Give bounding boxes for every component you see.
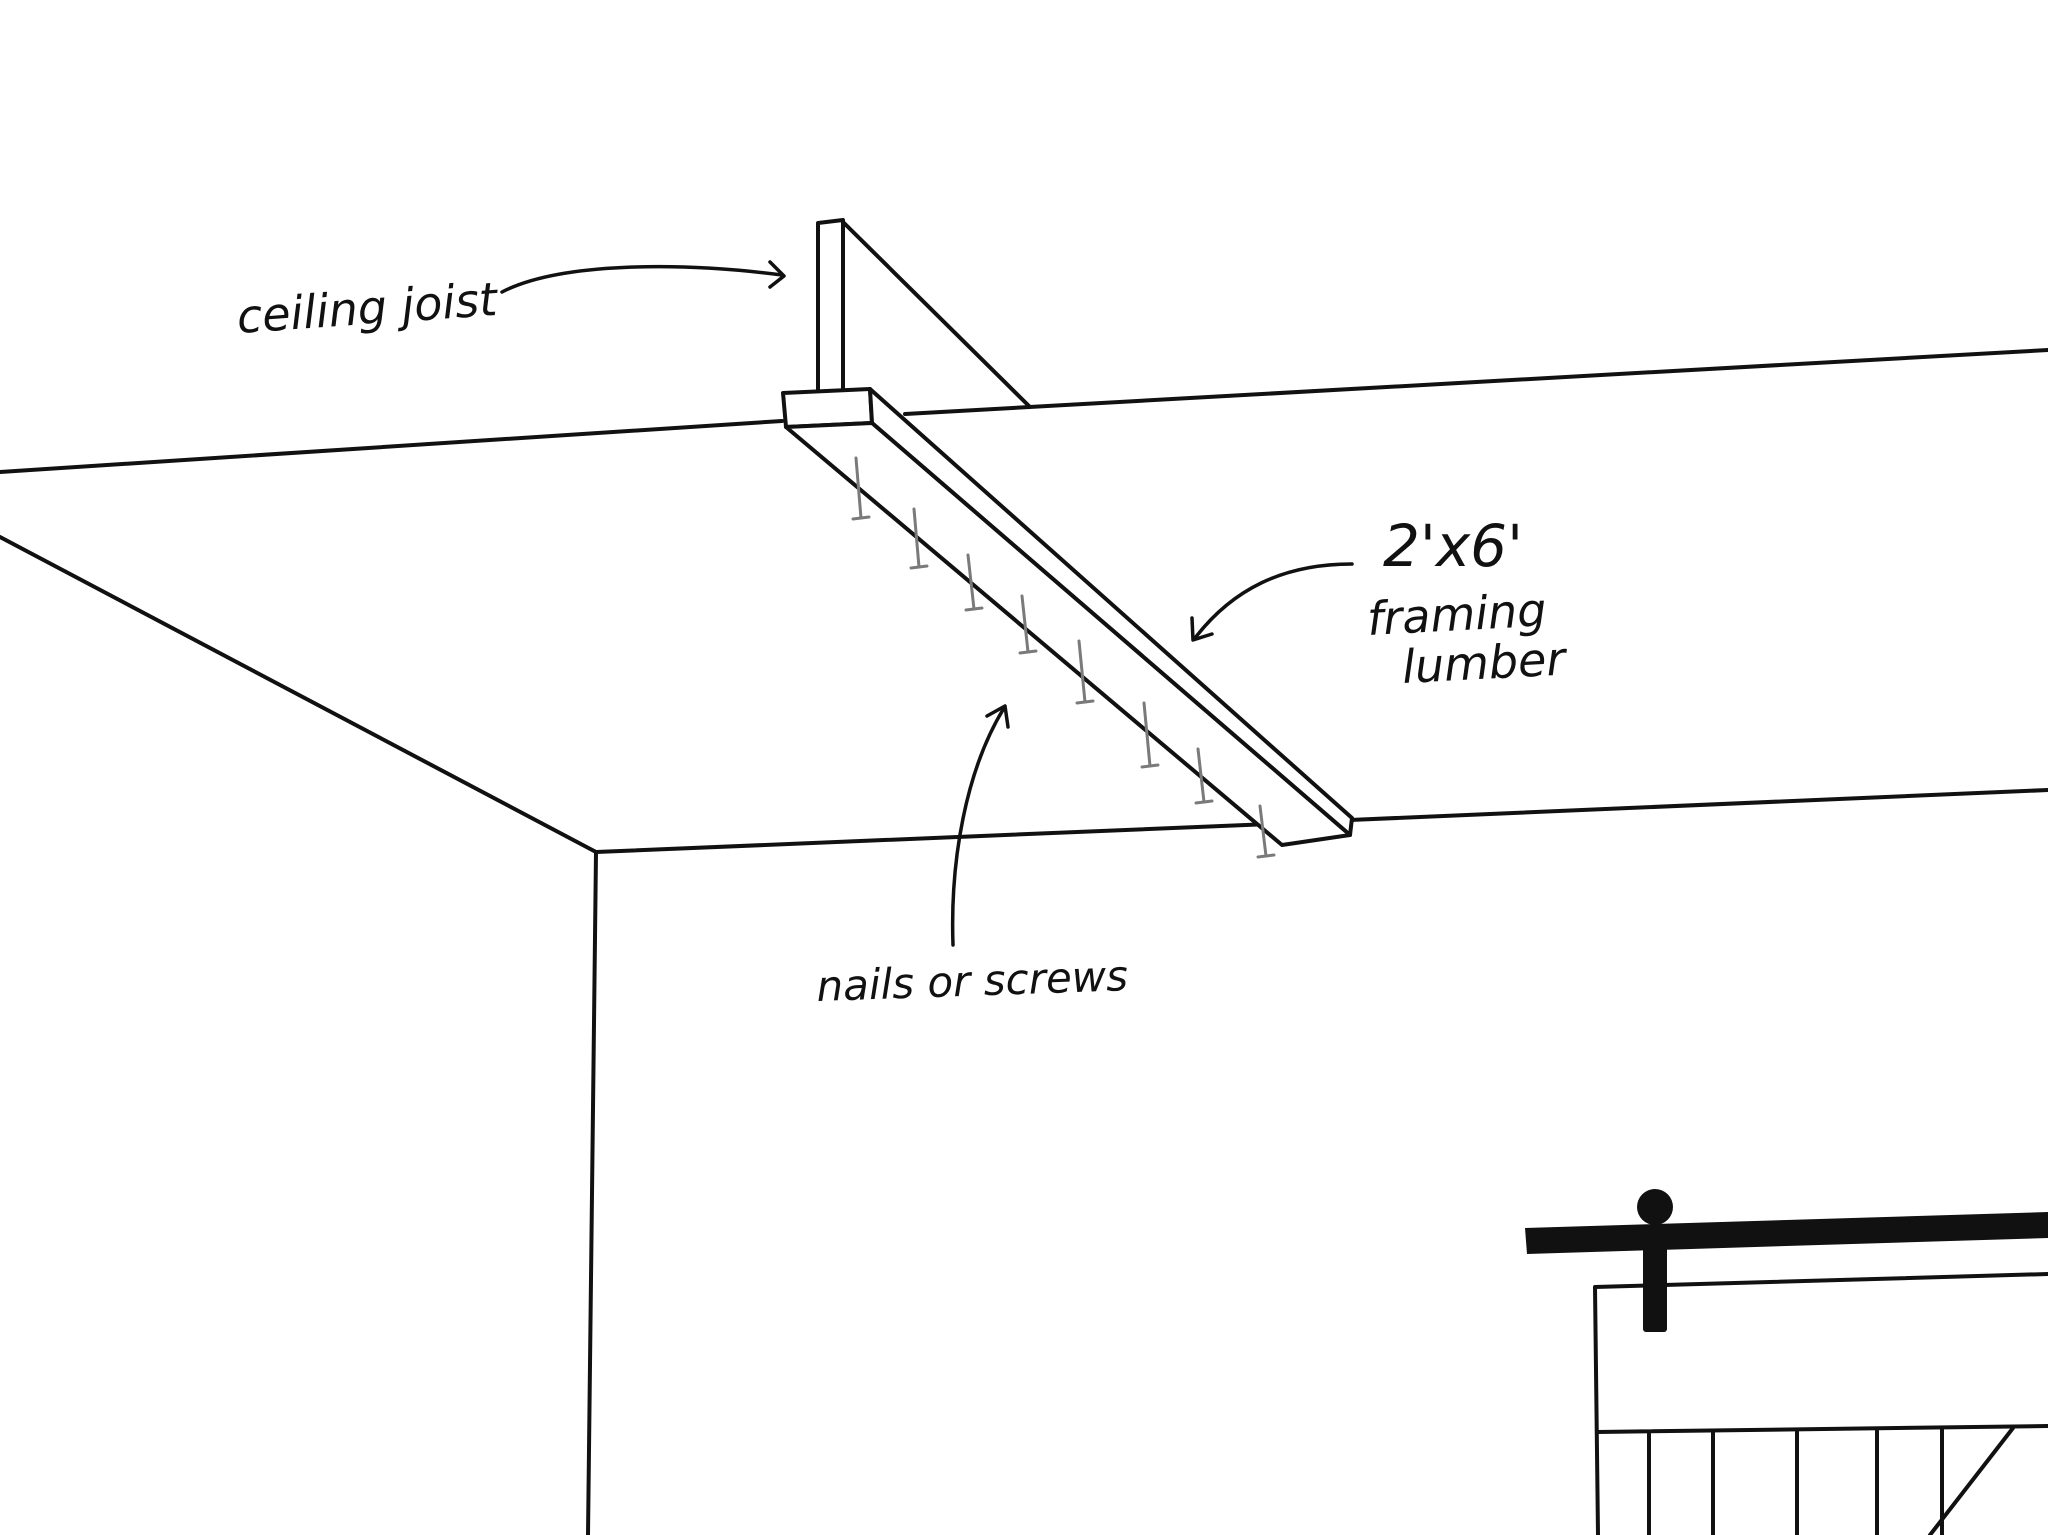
back-wall-ceiling-edge-right: [903, 348, 2048, 416]
lumber-type-label-line1: framing: [1366, 583, 1548, 646]
joist-arrowhead: [768, 260, 786, 289]
nail: [1140, 701, 1160, 769]
lumber-arrow: [1193, 562, 1354, 640]
nail: [851, 456, 871, 521]
rail-stop-knob: [1637, 1189, 1673, 1225]
lumber-end-face: [781, 387, 874, 429]
door-hanger-strap: [1643, 1232, 1667, 1332]
framing-lumber: [781, 387, 1354, 847]
nail: [1256, 804, 1276, 859]
door-diagonal-brace: [1928, 1426, 2015, 1535]
front-wall-ceiling-edge: [594, 822, 1272, 854]
door-outline: [1593, 1272, 2048, 1535]
fasteners-label: nails or screws: [816, 951, 1129, 1011]
fasteners-arrow: [950, 706, 1006, 947]
barn-door: [1525, 1189, 2048, 1535]
back-wall-ceiling-edge-left: [0, 419, 784, 474]
door-rail-board: [1595, 1424, 2048, 1434]
nail: [1194, 747, 1214, 805]
front-wall-ceiling-edge-right: [1348, 788, 2048, 822]
lumber-arrowhead: [1190, 616, 1214, 642]
ceiling-joist-label: ceiling joist: [235, 272, 501, 344]
joist-end-face: [816, 218, 845, 395]
fasteners: [851, 456, 1276, 859]
fasteners-arrowhead: [985, 704, 1010, 729]
lumber-bottom-face: [784, 421, 1352, 847]
nail: [1075, 639, 1095, 705]
lumber-top-face: [868, 387, 1354, 837]
annotation-arrows: [500, 260, 1354, 947]
left-ceiling-corner-edge: [0, 535, 598, 854]
lumber-size-label: 2'x6': [1383, 512, 1523, 580]
labels: ceiling joist 2'x6' framing lumber nails…: [235, 272, 1570, 1011]
joist-arrow: [500, 264, 784, 294]
ceiling-joist: [816, 218, 1032, 409]
wall-corner-vertical: [586, 850, 598, 1535]
joist-top-edge: [841, 220, 1032, 409]
nail: [909, 507, 929, 570]
barn-door-rail[interactable]: [1525, 1212, 2048, 1254]
nail: [1018, 594, 1038, 655]
lumber-type-label-line2: lumber: [1401, 631, 1570, 694]
room-outline: [0, 348, 2048, 1535]
nail: [964, 553, 984, 612]
